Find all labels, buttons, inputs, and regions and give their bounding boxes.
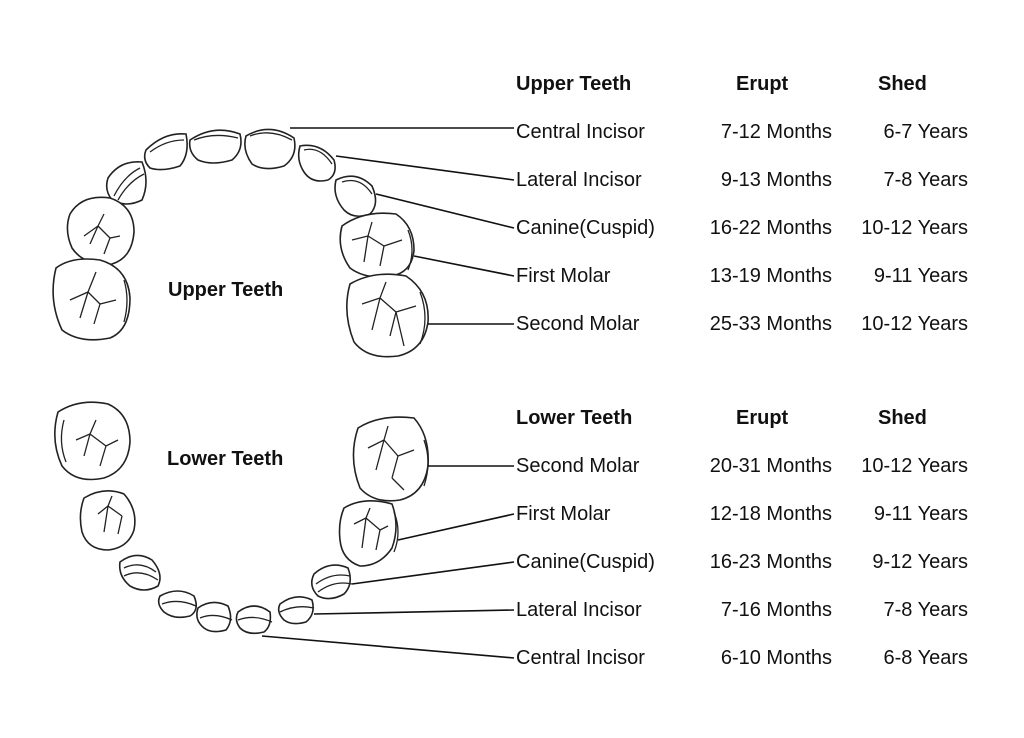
lower-header-name: Lower Teeth bbox=[516, 407, 633, 429]
tooth-name: Central Incisor bbox=[516, 121, 645, 143]
upper-header-name: Upper Teeth bbox=[516, 73, 632, 95]
upper-arch bbox=[52, 128, 429, 358]
lower-left-canine bbox=[118, 554, 161, 591]
shed-value: 7-8 Years bbox=[883, 599, 968, 621]
shed-value: 6-8 Years bbox=[883, 647, 968, 669]
erupt-value: 20-31 Months bbox=[709, 455, 832, 477]
leader-upper-lateral-incisor bbox=[335, 155, 515, 181]
shed-value: 10-12 Years bbox=[861, 217, 968, 239]
lower-right-first-molar bbox=[338, 500, 399, 567]
lower-jaw-label: Lower Teeth bbox=[167, 448, 284, 470]
lower-right-lateral-incisor bbox=[277, 596, 315, 625]
erupt-value: 9-13 Months bbox=[720, 169, 832, 191]
lower-right-central-incisor bbox=[235, 605, 273, 635]
erupt-value: 16-22 Months bbox=[709, 217, 832, 239]
shed-value: 10-12 Years bbox=[861, 455, 968, 477]
lower-right-canine bbox=[310, 564, 353, 600]
leader-lines bbox=[261, 127, 515, 659]
upper-left-lateral-incisor bbox=[143, 133, 188, 171]
tooth-name: Lateral Incisor bbox=[516, 599, 642, 621]
upper-left-canine bbox=[105, 161, 147, 205]
tooth-name: Second Molar bbox=[516, 455, 640, 477]
tooth-name: First Molar bbox=[516, 503, 611, 525]
lower-header-erupt: Erupt bbox=[736, 407, 789, 429]
upper-right-second-molar bbox=[346, 273, 429, 358]
erupt-value: 7-16 Months bbox=[720, 599, 832, 621]
tooth-name: Second Molar bbox=[516, 313, 640, 335]
upper-jaw-label: Upper Teeth bbox=[168, 279, 284, 301]
leader-upper-canine bbox=[375, 193, 515, 229]
upper-right-central-incisor bbox=[244, 128, 296, 170]
lower-left-central-incisor bbox=[196, 601, 233, 633]
upper-left-second-molar bbox=[52, 258, 131, 341]
upper-left-central-incisor bbox=[188, 129, 242, 164]
leader-lower-central-incisor bbox=[261, 635, 515, 659]
leader-lower-canine bbox=[351, 561, 515, 585]
leader-lower-first-molar bbox=[397, 513, 515, 541]
shed-value: 9-11 Years bbox=[873, 265, 968, 287]
shed-value: 6-7 Years bbox=[883, 121, 968, 143]
tooth-name: Canine(Cuspid) bbox=[516, 551, 655, 573]
erupt-value: 7-12 Months bbox=[720, 121, 832, 143]
tooth-name: Canine(Cuspid) bbox=[516, 217, 655, 239]
tooth-name: Lateral Incisor bbox=[516, 169, 642, 191]
shed-value: 9-12 Years bbox=[872, 551, 968, 573]
upper-right-canine bbox=[334, 175, 377, 218]
lower-arch bbox=[54, 401, 430, 635]
shed-value: 10-12 Years bbox=[861, 313, 968, 335]
erupt-value: 16-23 Months bbox=[709, 551, 832, 573]
lower-left-second-molar bbox=[54, 401, 131, 481]
leader-upper-first-molar bbox=[413, 255, 515, 277]
shed-value: 9-11 Years bbox=[873, 503, 968, 525]
upper-left-first-molar bbox=[66, 196, 135, 265]
lower-right-second-molar bbox=[352, 416, 430, 502]
upper-right-lateral-incisor bbox=[297, 144, 336, 182]
leader-lower-lateral-incisor bbox=[313, 609, 515, 615]
shed-value: 7-8 Years bbox=[883, 169, 968, 191]
erupt-value: 6-10 Months bbox=[720, 647, 832, 669]
lower-left-lateral-incisor bbox=[157, 590, 198, 619]
lower-header-shed: Shed bbox=[878, 407, 927, 429]
tooth-name: First Molar bbox=[516, 265, 611, 287]
tooth-name: Central Incisor bbox=[516, 647, 645, 669]
erupt-value: 25-33 Months bbox=[709, 313, 832, 335]
erupt-value: 12-18 Months bbox=[709, 503, 832, 525]
upper-right-first-molar bbox=[339, 212, 415, 278]
erupt-value: 13-19 Months bbox=[709, 265, 832, 287]
upper-header-shed: Shed bbox=[878, 73, 927, 95]
lower-left-first-molar bbox=[79, 490, 136, 551]
upper-header-erupt: Erupt bbox=[736, 73, 789, 95]
